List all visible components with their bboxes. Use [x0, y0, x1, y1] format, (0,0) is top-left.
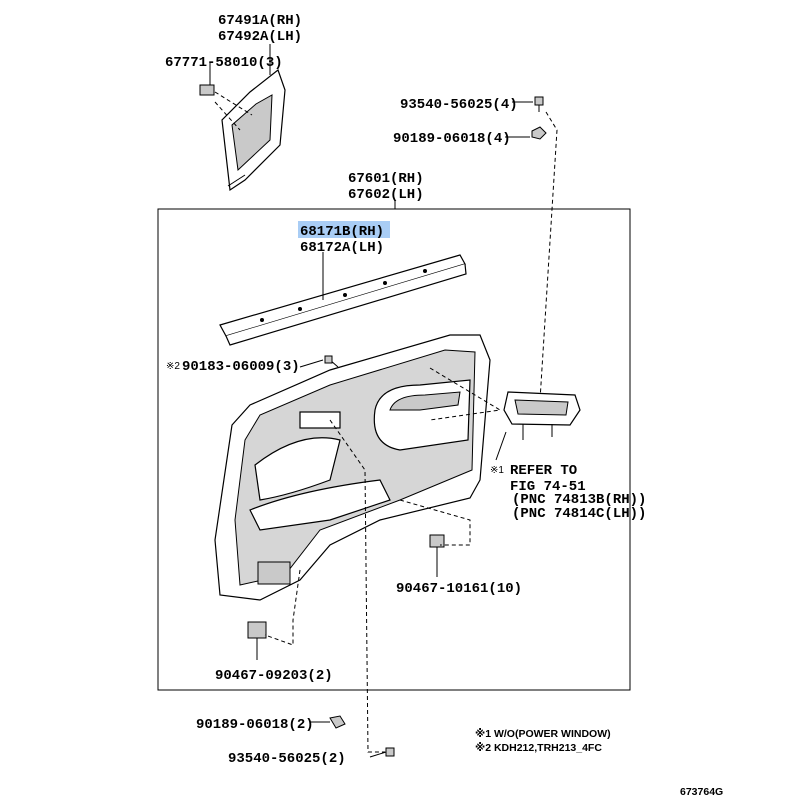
label-90467-10161: 90467-10161(10)	[396, 581, 522, 597]
label-68171B: 68171B(RH)	[300, 224, 384, 240]
label-68172A: 68172A(LH)	[300, 240, 384, 256]
label-93540-top: 93540-56025(4)	[400, 97, 518, 113]
pillar-garnish-67491A	[221, 69, 286, 192]
label-90189-bottom: 90189-06018(2)	[196, 717, 314, 733]
note-2: ※2 KDH212,TRH213_4FC	[475, 742, 602, 754]
label-90467-09203: 90467-09203(2)	[215, 668, 333, 684]
refer-line-3: (PNC 74813B(RH))	[512, 492, 646, 508]
nut-90189-bottom	[329, 715, 346, 729]
refer-line-2: FIG 74-51	[510, 479, 586, 495]
mark-2: ※2	[166, 361, 180, 372]
label-90189-top: 90189-06018(4)	[393, 131, 511, 147]
figure-id: 673764G	[680, 786, 723, 798]
label-67491A: 67491A(RH)	[218, 13, 302, 29]
clip-67771	[199, 84, 215, 96]
clip-90183	[324, 355, 333, 364]
door-trim-frame	[157, 208, 631, 691]
weatherstrip-68171B	[219, 254, 467, 346]
label-67492A: 67492A(LH)	[218, 29, 302, 45]
mark-1: ※1	[490, 465, 504, 476]
note-1: ※1 W/O(POWER WINDOW)	[475, 728, 611, 740]
door-trim-panel	[214, 334, 491, 601]
refer-line-4: (PNC 74814C(LH))	[512, 506, 646, 522]
nut-90189-top	[531, 126, 547, 140]
label-67771: 67771-58010(3)	[165, 55, 283, 71]
label-67601: 67601(RH)	[348, 171, 424, 187]
highlight-68171B	[298, 221, 390, 238]
screw-93540-top	[534, 96, 544, 112]
inside-handle	[503, 391, 581, 440]
label-90183: 90183-06009(3)	[182, 359, 300, 375]
label-93540-bottom: 93540-56025(2)	[228, 751, 346, 767]
screw-93540-bottom	[385, 747, 395, 757]
clip-90467-09203	[247, 621, 267, 660]
clip-90467-10161	[429, 534, 445, 577]
label-67602: 67602(LH)	[348, 187, 424, 203]
refer-line-1: REFER TO	[510, 463, 577, 479]
